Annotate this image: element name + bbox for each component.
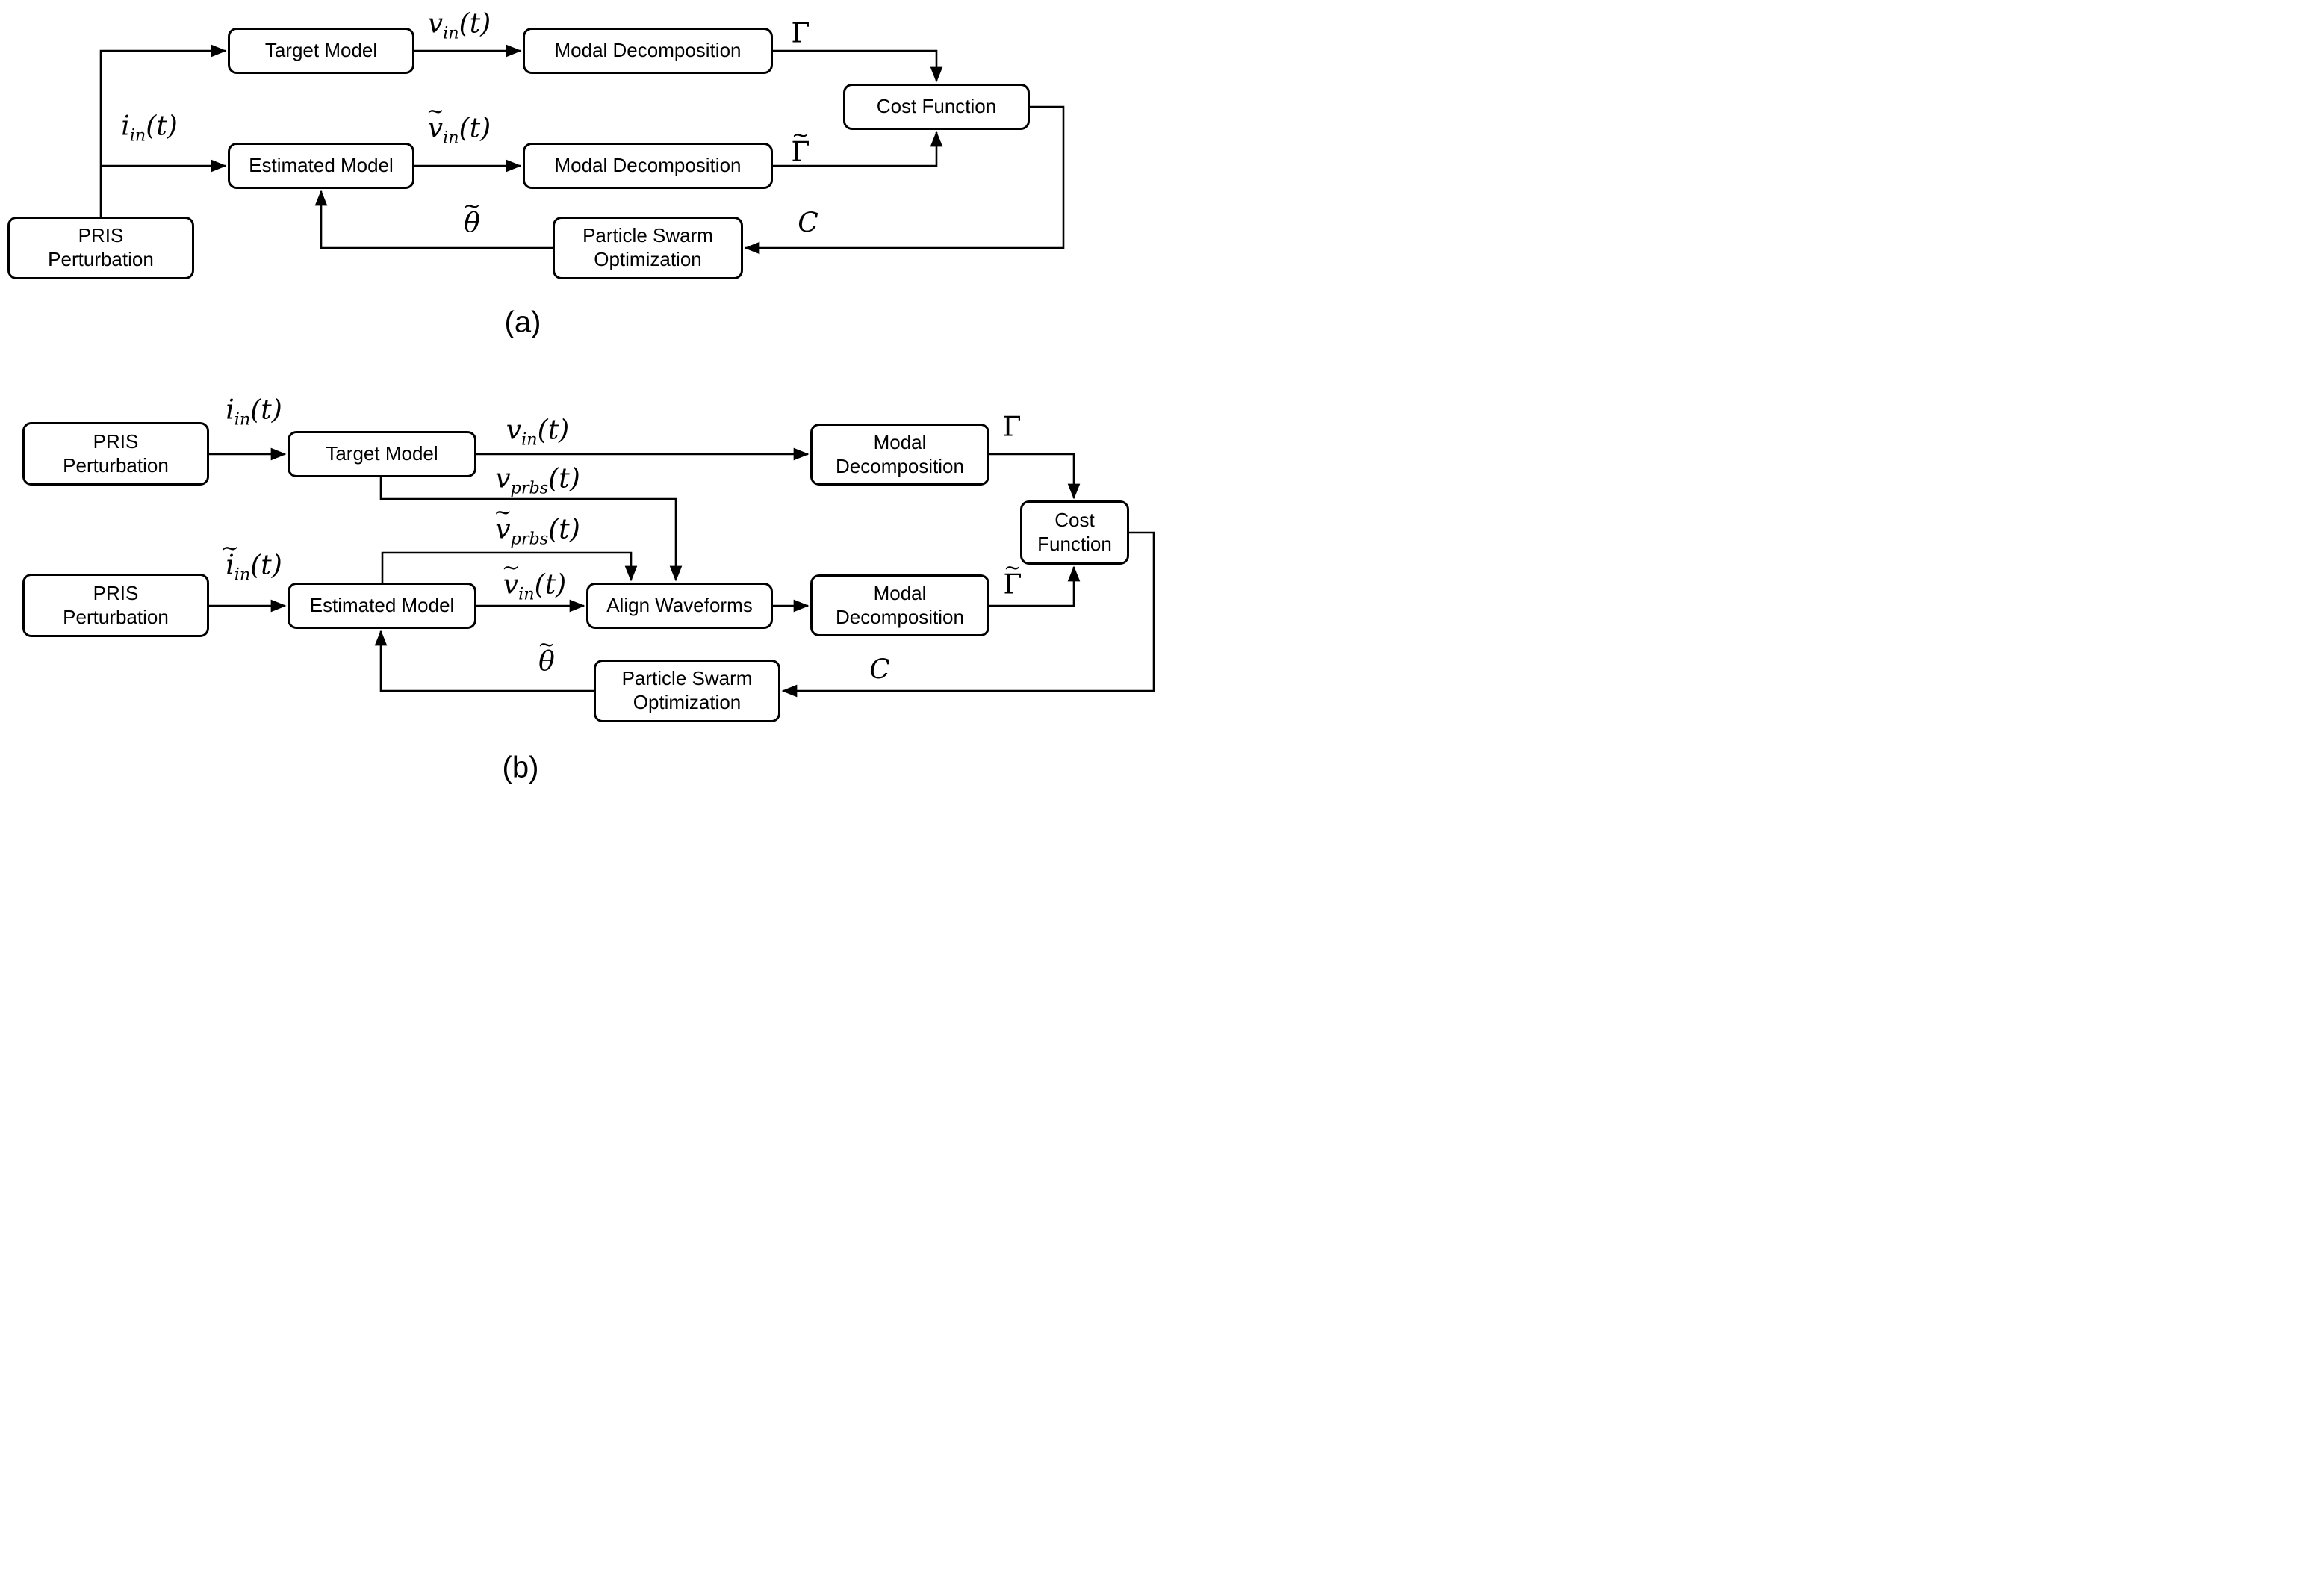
modal-decomposition-top-b-box: Modal Decomposition [810,424,989,486]
label-v-in-a: vin(t) [427,8,491,43]
wire-a-modal-bottom-to-cost [773,131,943,167]
wire-a-pris-to-target [99,44,227,217]
tilde-mark: ~ [220,535,240,561]
label-gamma-a: Γ [791,18,810,49]
modal-decomposition-top-a-box: Modal Decomposition [523,28,773,74]
box-text-line: Cost Function [876,95,997,118]
wire-b-modal-top-to-cost [989,453,1081,500]
box-text-line: Perturbation [63,605,169,628]
box-text-line: Modal Decomposition [554,39,742,62]
tilde-mark: ~ [1003,554,1022,580]
wire-b-target-vprbs-to-align [379,477,683,582]
box-text-line: Perturbation [63,453,169,477]
target-model-a-box: Target Model [228,28,414,74]
label-i-in-b: iin(t) [226,394,282,429]
box-text-line: Perturbation [48,248,154,270]
label-gamma-est-b: ~Γ [1003,554,1022,601]
estimated-model-a-box: Estimated Model [228,143,414,189]
wire-b-estimated-vprbs-to-align [381,551,638,583]
wire-a-modal-top-to-cost [773,49,943,83]
wire-a-pso-to-estimated [314,190,553,249]
figure-canvas: PRIS Perturbation Target Model Modal Dec… [0,0,1162,797]
pris-perturbation-b-top-box: PRIS Perturbation [22,422,209,486]
label-v-prbs-b: vprbs(t) [495,463,580,498]
label-cost-a: C [798,208,818,239]
label-v-in-est-b: ~vin(t) [501,554,567,604]
label-v-prbs-est-b: ~vprbs(t) [494,499,580,549]
box-text-line: Modal [873,581,927,604]
label-cost-b: C [869,654,890,686]
particle-swarm-optimization-a-box: Particle Swarm Optimization [553,217,743,279]
label-gamma-b: Γ [1002,412,1022,443]
caption-a: (a) [504,306,541,339]
box-text-line: Modal [873,430,927,453]
tilde-mark: ~ [501,554,521,580]
label-i-in-est-b: ~iin(t) [220,535,282,585]
box-text-line: Particle Swarm [621,667,753,690]
label-theta-est-b: ~θ [537,631,556,677]
box-text-line: Decomposition [836,605,964,628]
box-text-line: Estimated Model [249,154,394,177]
tilde-mark: ~ [791,122,810,148]
caption-b: (b) [502,751,539,784]
label-v-in-b: vin(t) [506,415,570,450]
box-text-line: Decomposition [836,454,964,477]
box-text-line: PRIS [93,429,139,453]
cost-function-a-box: Cost Function [843,84,1030,130]
align-waveforms-b-box: Align Waveforms [586,583,773,629]
box-text-line: Optimization [633,691,742,713]
box-text-line: PRIS [78,224,124,247]
wire-b-modal-bottom-to-cost [989,565,1081,607]
pris-perturbation-a-box: PRIS Perturbation [7,217,194,279]
wire-layer [99,44,1155,698]
tilde-mark: ~ [494,499,512,525]
wire-a-cost-to-pso [744,105,1065,255]
box-text-line: Estimated Model [309,594,455,617]
box-text-line: Particle Swarm [582,224,713,247]
label-v-in-est-a: ~vin(t) [426,98,491,148]
wire-b-pso-to-estimated [374,630,594,692]
box-text-line: Cost [1054,509,1095,532]
modal-decomposition-bottom-a-box: Modal Decomposition [523,143,773,189]
estimated-model-b-box: Estimated Model [288,583,476,629]
label-theta-est-a: ~θ [462,193,482,239]
tilde-mark: ~ [462,193,482,219]
label-i-in-a: iin(t) [121,111,178,146]
tilde-mark: ~ [537,631,556,657]
target-model-b-box: Target Model [288,431,476,477]
label-gamma-est-a: ~Γ [791,122,810,168]
box-text-line: Target Model [264,39,378,62]
pris-perturbation-b-bottom-box: PRIS Perturbation [22,574,209,637]
modal-decomposition-bottom-b-box: Modal Decomposition [810,574,989,636]
box-text-line: Modal Decomposition [554,154,742,177]
box-text-line: Align Waveforms [606,594,753,617]
box-text-line: Optimization [594,248,702,270]
tilde-mark: ~ [426,98,445,124]
box-text-line: Function [1037,533,1112,555]
cost-function-b-box: Cost Function [1020,500,1129,565]
box-text-line: PRIS [93,581,139,604]
particle-swarm-optimization-b-box: Particle Swarm Optimization [594,660,780,722]
box-text-line: Target Model [326,442,438,465]
wire-b-cost-to-pso [781,531,1155,698]
